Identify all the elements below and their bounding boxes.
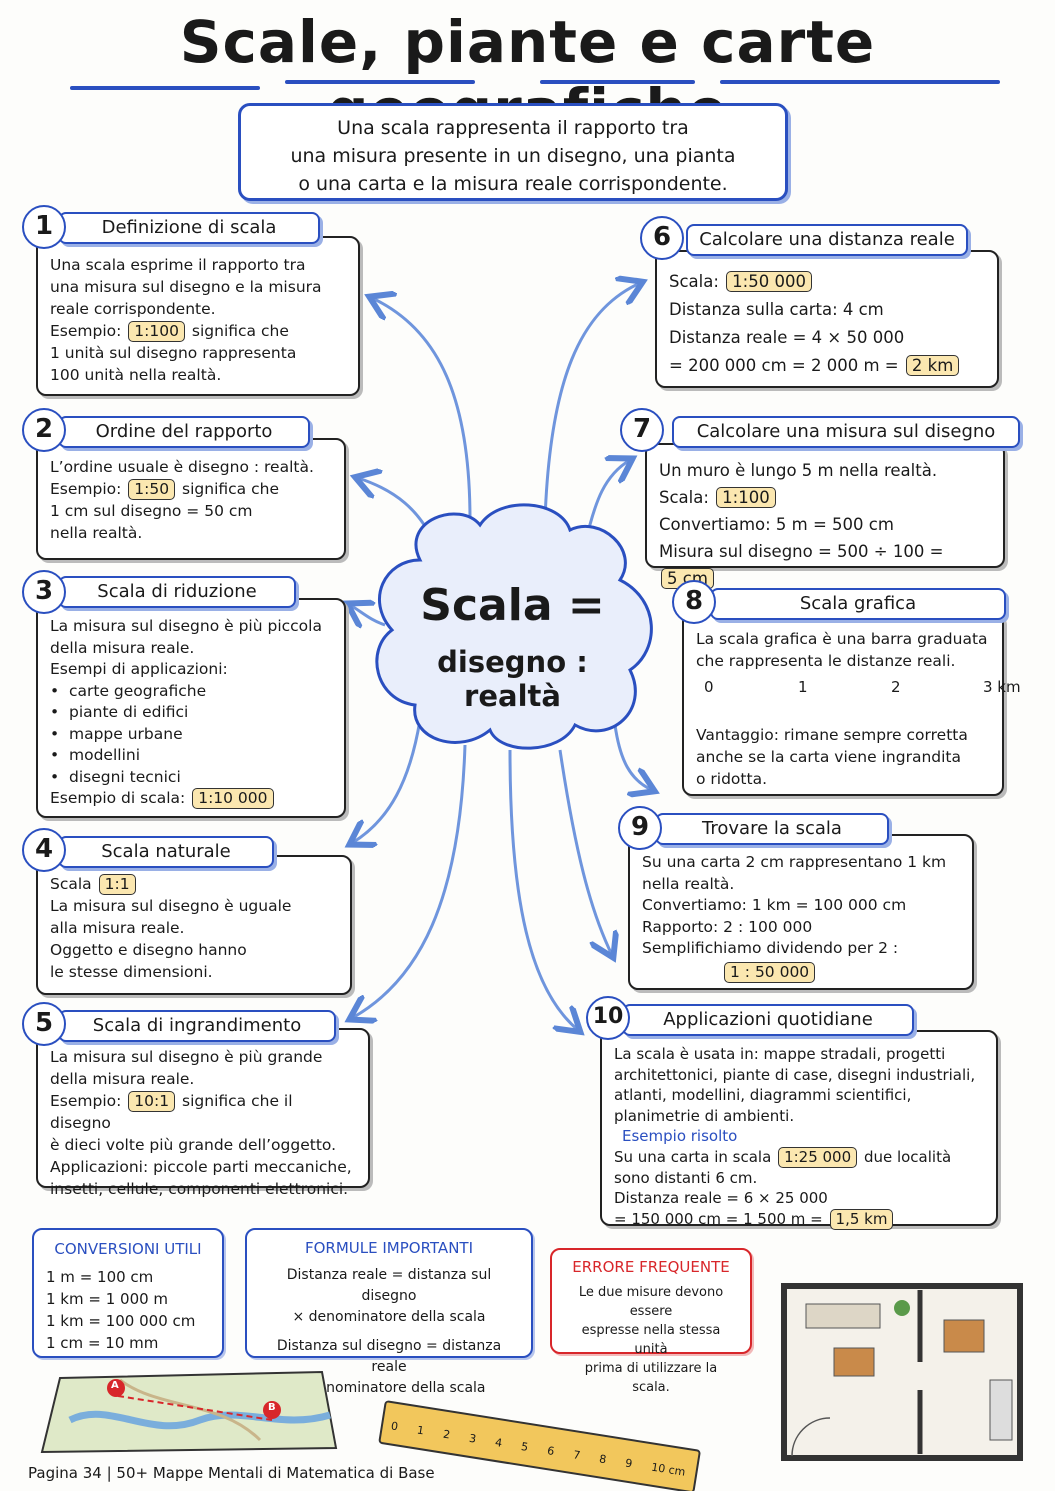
center-formula: disegno : realtà (437, 645, 588, 713)
formula-line: ÷ denominatore della scala (292, 1380, 486, 1396)
arrow-to-card-5 (352, 744, 467, 1018)
map-pin-b: B (268, 1402, 276, 1413)
card-title: Trovare la scala (655, 813, 889, 845)
center-cloud (375, 503, 653, 750)
conversions-box: CONVERSIONI UTILI 1 m = 100 cm 1 km = 1 … (32, 1228, 224, 1358)
arrow-to-card-9 (558, 749, 612, 955)
conversion-line: 1 m = 100 cm (46, 1268, 154, 1286)
conversion-line: 1 km = 1 000 m (46, 1290, 169, 1308)
arrow-to-card-1 (372, 298, 472, 521)
card-number: 3 (22, 570, 66, 614)
arrow-to-card-4 (352, 719, 422, 843)
card-ratio-order: L’ordine usuale è disegno : realtà. Esem… (36, 438, 346, 560)
scale-highlight: 1:25 000 (778, 1146, 858, 1168)
title-underline (720, 80, 1000, 84)
formulas-box: FORMULE IMPORTANTI Distanza reale = dist… (245, 1228, 533, 1396)
scale-highlight: 1:100 (128, 321, 185, 342)
scale-tick-label: 3 km (983, 678, 1021, 696)
solved-example-heading: Esempio risolto (622, 1127, 738, 1145)
bullet-item: • disegni tecnici (50, 767, 181, 786)
card-title: Ordine del rapporto (58, 416, 310, 448)
card-title: Definizione di scala (58, 212, 320, 244)
formula-line: Distanza sul disegno = distanza reale (276, 1338, 502, 1375)
conversion-line: 1 km = 100 000 cm (46, 1312, 196, 1330)
arrow-to-card-3 (350, 605, 386, 625)
box-title: ERRORE FREQUENTE (572, 1258, 730, 1276)
result-highlight: 1,5 km (829, 1208, 894, 1230)
box-title: CONVERSIONI UTILI (54, 1240, 202, 1258)
card-real-distance: Scala: 1:50 000 Distanza sulla carta: 4 … (655, 250, 999, 388)
card-title: Scala grafica (710, 588, 1006, 620)
scale-tick-label: 1 (798, 678, 808, 696)
arrow-to-card-6 (543, 283, 640, 521)
conversion-line: 1 cm = 10 mm (46, 1334, 159, 1352)
bullet-item: • modellini (50, 746, 141, 764)
card-enlargement: La misura sul disegno è più grande della… (36, 1028, 370, 1198)
scale-highlight: 10:1 (128, 1091, 176, 1112)
center-formula-title: Scala = (420, 580, 605, 631)
scale-highlight: 1:10 000 (192, 788, 274, 809)
title-underline (70, 86, 260, 90)
title-underline (540, 80, 695, 84)
card-reduction: La misura sul disegno è più piccola dell… (36, 598, 346, 818)
card-title: Scala naturale (58, 836, 274, 868)
result-highlight: 2 km (905, 355, 960, 376)
scale-highlight: 1:1 (98, 874, 136, 895)
scale-highlight: 1:50 (128, 479, 176, 500)
card-number: 1 (22, 205, 66, 249)
bullet-item: • piante di edifici (50, 703, 189, 721)
arrow-to-card-8 (613, 724, 652, 790)
card-number: 2 (22, 408, 66, 452)
card-title: Calcolare una distanza reale (686, 224, 968, 256)
formula-line: Distanza reale = distanza sul disegno (286, 1267, 492, 1304)
intro-box: Una scala rappresenta il rapporto tra un… (238, 103, 788, 201)
card-number: 8 (672, 580, 716, 624)
card-title: Scala di riduzione (58, 576, 296, 608)
title-underline (285, 80, 475, 84)
card-number: 5 (22, 1002, 66, 1046)
card-number: 7 (620, 408, 664, 452)
formula-line: × denominatore della scala (292, 1309, 486, 1325)
bullet-item: • carte geografiche (50, 681, 207, 700)
card-drawing-measure: Un muro è lungo 5 m nella realtà. Scala:… (645, 443, 1005, 589)
card-title: Scala di ingrandimento (58, 1010, 336, 1042)
result-highlight: 1 : 50 000 (724, 961, 816, 983)
map-pin-a: A (111, 1380, 119, 1391)
card-natural-scale: Scala 1:1 La misura sul disegno è uguale… (36, 855, 352, 995)
card-number: 10 (586, 996, 630, 1040)
arrow-to-card-10 (508, 749, 578, 1030)
intro-line: o una carta e la misura reale corrispond… (298, 173, 728, 195)
card-daily-applications: La scala è usata in: mappe stradali, pro… (600, 1030, 998, 1230)
card-number: 9 (618, 806, 662, 850)
card-number: 4 (22, 828, 66, 872)
box-title: FORMULE IMPORTANTI (305, 1239, 473, 1257)
frequent-error-box: ERRORE FREQUENTE Le due misure devono es… (550, 1248, 752, 1395)
card-title: Calcolare una misura sul disegno (672, 416, 1020, 448)
scale-tick-label: 2 (891, 678, 901, 696)
scale-highlight: 1:50 000 (726, 271, 812, 292)
bullet-item: • mappe urbane (50, 724, 183, 743)
card-number: 6 (640, 216, 684, 260)
scale-highlight: 1:100 (716, 487, 776, 508)
card-definition: Una scala esprime il rapporto tra una mi… (36, 236, 360, 396)
intro-line: Una scala rappresenta il rapporto tra (337, 117, 689, 139)
page-footer: Pagina 34 | 50+ Mappe Mentali di Matemat… (28, 1464, 435, 1482)
scale-tick-label: 0 (704, 678, 714, 696)
intro-line: una misura presente in un disegno, una p… (290, 145, 736, 167)
